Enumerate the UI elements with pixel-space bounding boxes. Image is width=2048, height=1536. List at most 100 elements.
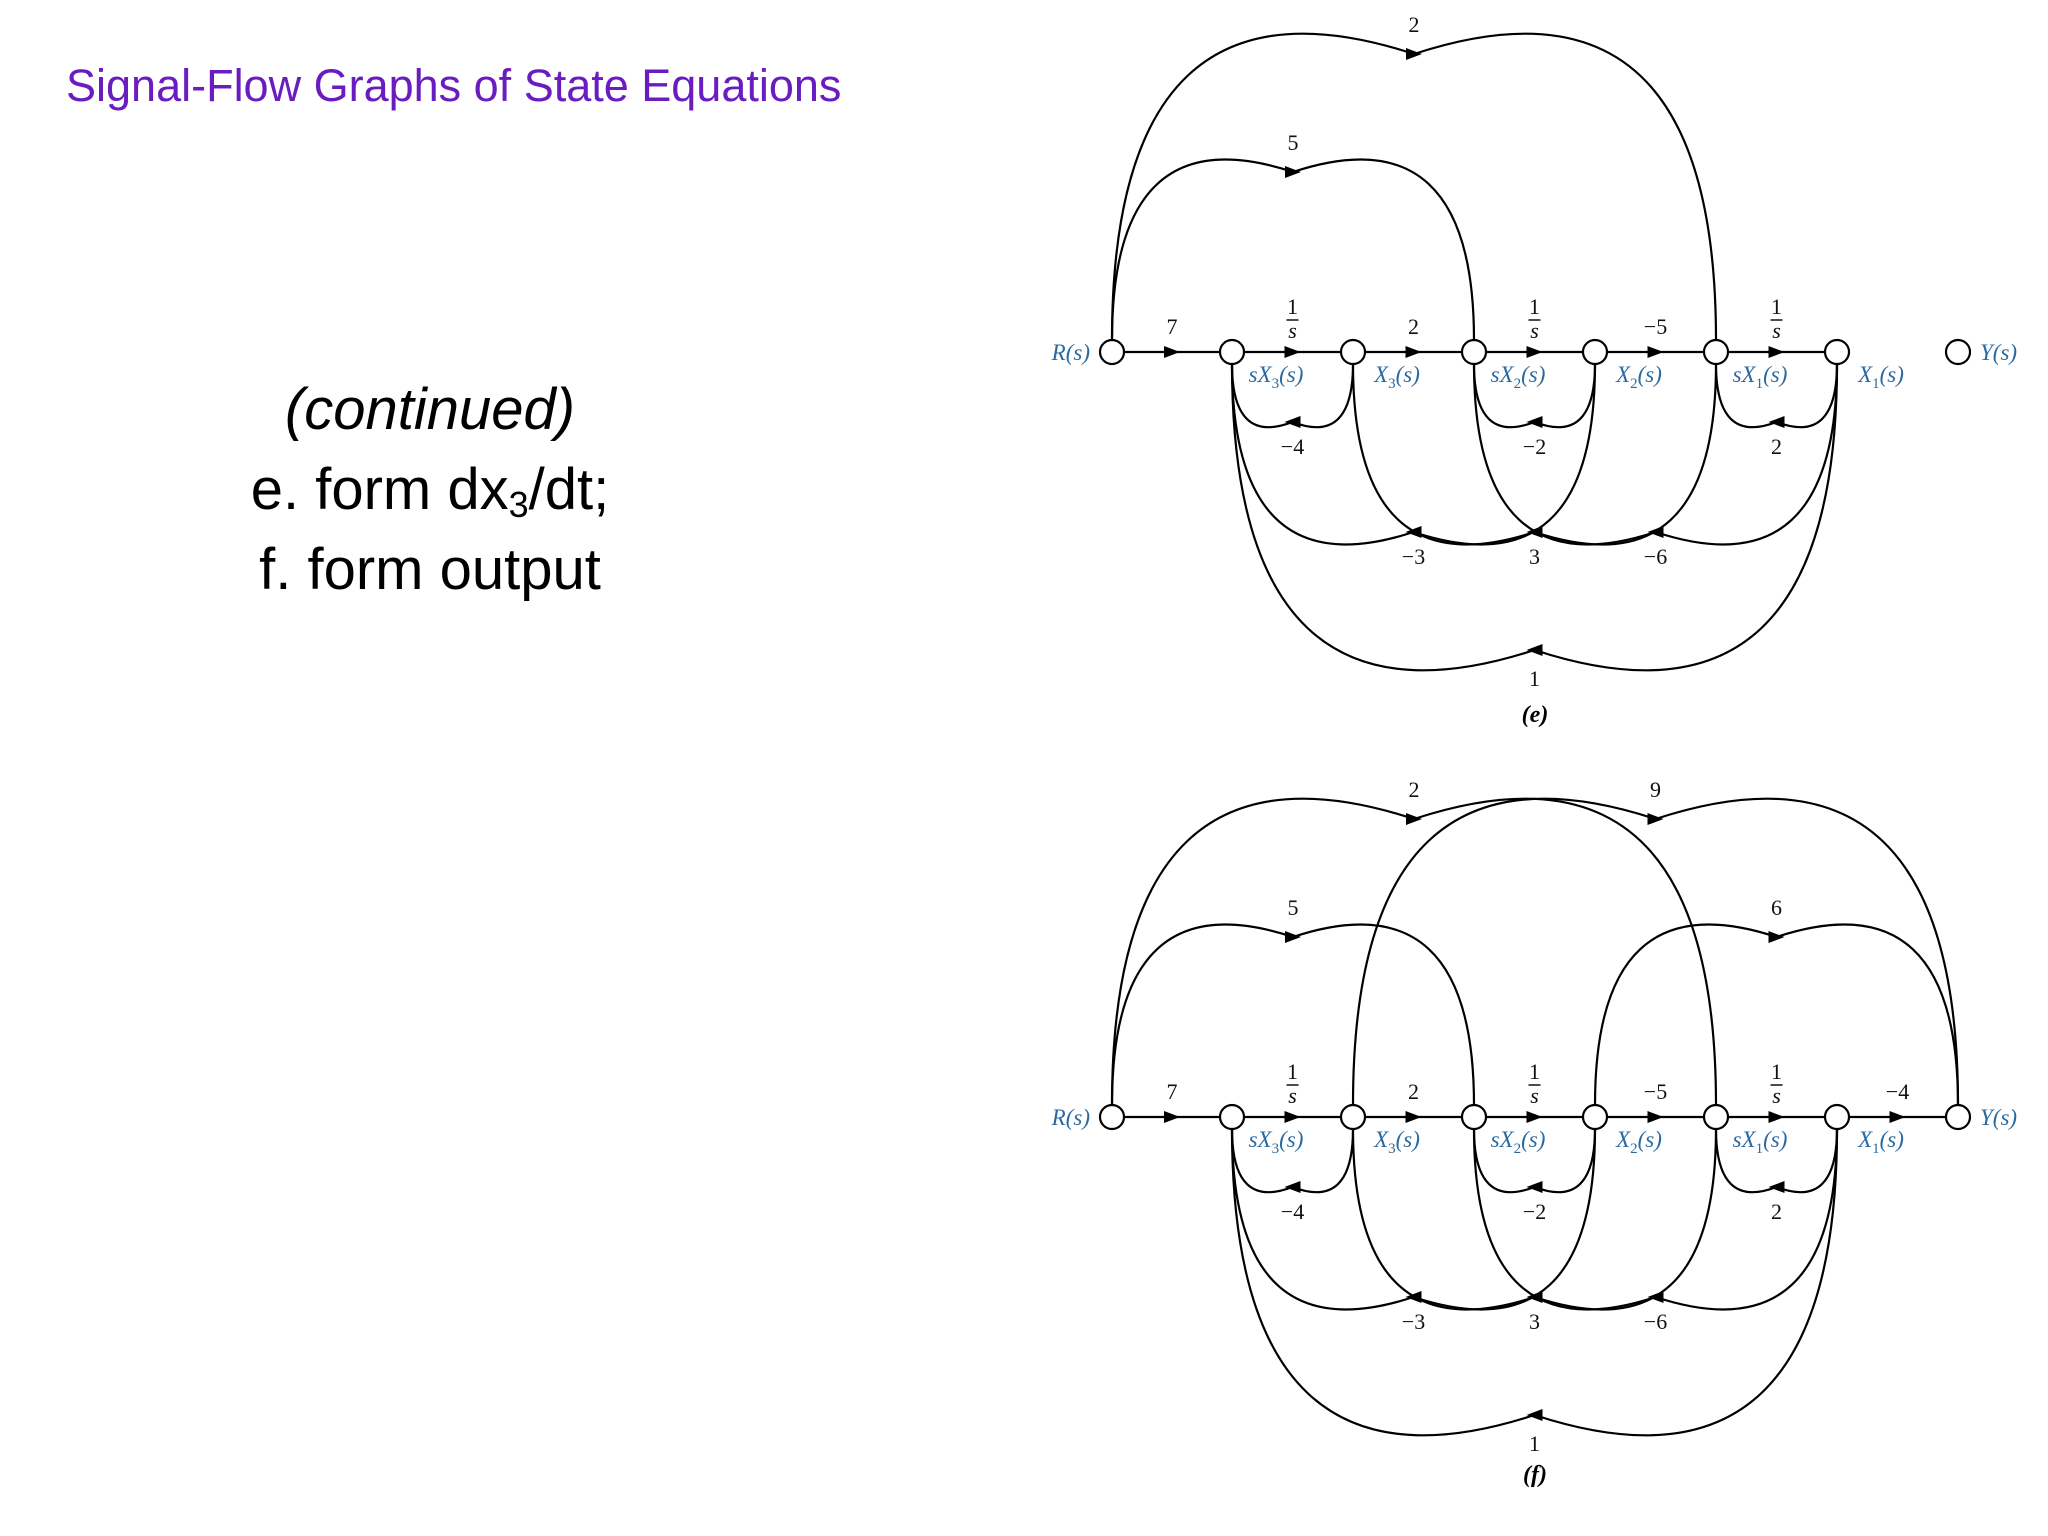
svg-text:s: s [1530, 318, 1539, 343]
arrowhead [1526, 346, 1543, 358]
gain-label: 5 [1288, 130, 1299, 155]
graph-node [1339, 1103, 1367, 1131]
node-label: sX2(s) [1491, 1127, 1546, 1157]
arrowhead [1768, 416, 1785, 428]
graph-node [1098, 1103, 1126, 1131]
bullet-item-e: e. form dx3/dt; [50, 450, 810, 530]
arrowhead [1647, 526, 1664, 538]
gain-label: 1s [1528, 1059, 1541, 1108]
node-label: X3(s) [1373, 362, 1420, 392]
node-label: sX1(s) [1733, 362, 1788, 392]
arrowhead [1768, 346, 1785, 358]
svg-text:1: 1 [1287, 1059, 1298, 1084]
node-label: X2(s) [1615, 1127, 1662, 1157]
arrowhead [1647, 813, 1664, 825]
svg-text:1: 1 [1771, 1059, 1782, 1084]
branch-edge [1230, 1128, 1839, 1437]
graph-node [1460, 1103, 1488, 1131]
gain-label: −2 [1523, 1199, 1546, 1224]
node-label: X2(s) [1615, 362, 1662, 392]
gain-label: −4 [1886, 1079, 1909, 1104]
arrowhead [1285, 166, 1301, 178]
graph-node [1098, 338, 1126, 366]
graph-node [1702, 1103, 1730, 1131]
arrowhead [1768, 1181, 1785, 1193]
gain-label: 2 [1409, 777, 1420, 802]
arrowhead [1284, 1181, 1301, 1193]
gain-label: 7 [1167, 314, 1178, 339]
item-e-subscript: 3 [508, 484, 529, 525]
gain-label: 6 [1771, 895, 1782, 920]
item-e-prefix: e. form dx [250, 457, 509, 522]
continued-label: (continued) [284, 377, 576, 442]
svg-text:s: s [1288, 1083, 1297, 1108]
arrowhead [1406, 813, 1422, 825]
gain-label: −3 [1402, 1309, 1425, 1334]
gain-label: 5 [1288, 895, 1299, 920]
gain-label: 1 [1529, 1431, 1540, 1456]
arrowhead [1647, 346, 1664, 358]
gain-label: 1s [1770, 1059, 1783, 1108]
graph-node [1702, 338, 1730, 366]
svg-text:s: s [1772, 318, 1781, 343]
gain-label: 1s [1286, 1059, 1299, 1108]
gain-label: −6 [1644, 544, 1667, 569]
graph-node [1823, 338, 1851, 366]
gain-label: −6 [1644, 1309, 1667, 1334]
arrowhead [1285, 931, 1301, 943]
node-label: sX1(s) [1733, 1127, 1788, 1157]
node-label: R(s) [1051, 1105, 1090, 1130]
node-label: Y(s) [1980, 340, 2017, 365]
arrowhead [1284, 1111, 1301, 1123]
graph-node [1944, 1103, 1972, 1131]
node-label: R(s) [1051, 340, 1090, 365]
arrowhead [1526, 1409, 1543, 1421]
gain-label: 1 [1529, 666, 1540, 691]
branch-edge [1110, 32, 1718, 341]
bullet-list: (continued) e. form dx3/dt; f. form outp… [50, 370, 810, 610]
svg-text:1: 1 [1529, 294, 1540, 319]
graph-node [1218, 338, 1246, 366]
branch-edge [1351, 797, 1960, 1106]
gain-label: −5 [1644, 314, 1667, 339]
arrowhead [1889, 1111, 1906, 1123]
svg-text:s: s [1288, 318, 1297, 343]
arrowhead [1405, 346, 1422, 358]
node-label: sX2(s) [1491, 362, 1546, 392]
node-label: sX3(s) [1249, 1127, 1304, 1157]
graph-caption: (e) [1522, 702, 1549, 728]
arrowhead [1647, 1111, 1664, 1123]
arrowhead [1164, 346, 1180, 358]
graph-node [1581, 1103, 1609, 1131]
gain-label: 9 [1650, 777, 1661, 802]
svg-text:1: 1 [1771, 294, 1782, 319]
arrowhead [1405, 1111, 1422, 1123]
svg-text:s: s [1530, 1083, 1539, 1108]
node-label: X1(s) [1857, 362, 1904, 392]
graph-node [1218, 1103, 1246, 1131]
branch-edge [1110, 797, 1718, 1106]
graph-caption: (f) [1523, 1462, 1547, 1488]
node-label: Y(s) [1980, 1105, 2017, 1130]
svg-text:s: s [1772, 1083, 1781, 1108]
graph-node [1581, 338, 1609, 366]
gain-label: 3 [1529, 544, 1540, 569]
branch-edge [1230, 363, 1839, 672]
node-label: X1(s) [1857, 1127, 1904, 1157]
graph-node [1944, 338, 1972, 366]
gain-label: −2 [1523, 434, 1546, 459]
arrowhead [1164, 1111, 1180, 1123]
arrowhead [1768, 1111, 1785, 1123]
gain-label: −4 [1281, 1199, 1304, 1224]
gain-label: −4 [1281, 434, 1304, 459]
arrowhead [1768, 931, 1785, 943]
gain-label: 7 [1167, 1079, 1178, 1104]
gain-label: 2 [1409, 12, 1420, 37]
graph-node [1823, 1103, 1851, 1131]
item-e-suffix: /dt; [528, 457, 610, 522]
gain-label: 1s [1770, 294, 1783, 343]
slide-title: Signal-Flow Graphs of State Equations [66, 60, 842, 111]
